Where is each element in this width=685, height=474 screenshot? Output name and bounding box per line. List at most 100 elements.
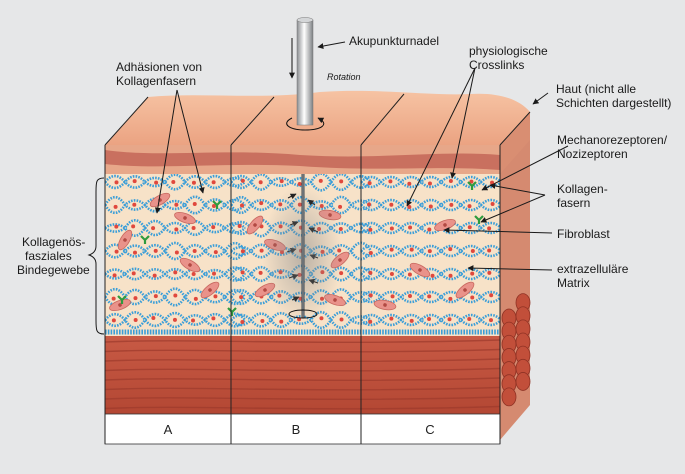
collagen-fiber <box>360 267 500 281</box>
crosslink-dot <box>211 225 216 230</box>
crosslink-dot <box>409 247 414 252</box>
skin-label-line2: Schichten dargestellt) <box>556 96 672 110</box>
ecm-label-line2: Matrix <box>557 276 590 290</box>
skin-right-band <box>500 112 530 174</box>
collagen-fiber <box>105 174 246 191</box>
collagen-fiber <box>105 174 246 190</box>
crosslink-dot <box>449 202 454 207</box>
ecm-label-line1: extrazelluläre <box>557 262 629 276</box>
crosslink-dot <box>153 248 158 253</box>
crosslink-dot <box>367 181 372 186</box>
crosslink-dot <box>237 224 242 229</box>
crosslink-dot <box>470 249 475 254</box>
adhesions-label-line2: Kollagenfasern <box>116 74 197 88</box>
crosslink-dot <box>133 296 138 301</box>
rotation-indicator <box>286 117 325 131</box>
crosslink-dot <box>114 224 119 229</box>
collagen-fiber <box>105 287 247 307</box>
crosslink-dot <box>427 316 432 321</box>
crosslink-dot <box>490 202 495 207</box>
crosslink-dot <box>152 273 157 278</box>
mechanoreceptor-label-line1: Mechanorezeptoren/ <box>557 133 668 147</box>
crosslink-dot <box>154 180 159 185</box>
collagen-fiber <box>105 311 247 328</box>
muscle-fiber <box>104 358 501 363</box>
fibroblast <box>174 211 196 225</box>
collagen-fiber <box>105 218 246 237</box>
mechanoreceptor <box>140 235 150 244</box>
fibroblast <box>455 281 475 299</box>
leader-lines <box>154 41 569 272</box>
crosslink-dot <box>212 271 217 276</box>
crosslink-dot <box>388 179 393 184</box>
collagen-fiber <box>360 244 500 258</box>
crosslink-dot <box>279 179 284 184</box>
crosslink-dot <box>192 248 197 253</box>
collagen-fiber <box>360 175 500 189</box>
fibroblast <box>179 257 201 273</box>
crosslink-dot <box>407 293 412 298</box>
crosslink-dot <box>279 319 284 324</box>
crosslink-dot <box>260 319 265 324</box>
collagen-fiber <box>360 221 500 235</box>
muscle-fiber <box>104 339 501 344</box>
collagen-fiber <box>105 219 246 238</box>
collagen-fiber <box>360 221 500 235</box>
crosslink-dot <box>368 319 373 324</box>
crosslink-dot <box>339 317 344 322</box>
crosslink-dot <box>153 294 158 299</box>
skin-top-surface <box>105 90 530 145</box>
crosslink-dot <box>430 273 435 278</box>
crosslink-dot <box>318 178 323 183</box>
crosslink-dot <box>191 271 196 276</box>
crosslink-dot <box>113 204 118 209</box>
crosslink-dot <box>240 178 245 183</box>
muscle-layer <box>105 336 500 414</box>
crosslink-dot <box>132 179 137 184</box>
collagen-fiber <box>360 244 500 258</box>
fibroblast <box>109 298 131 312</box>
collagen-fiber <box>105 267 247 282</box>
crosslink-dot <box>213 294 218 299</box>
crosslink-dot <box>259 201 264 206</box>
crosslink-dot <box>447 317 452 322</box>
crosslink-dot <box>467 204 472 209</box>
fibroblast <box>200 281 220 299</box>
crosslink-dot <box>132 202 137 207</box>
crosslink-dot <box>132 250 137 255</box>
collagen-fiber <box>229 265 373 284</box>
crosslink-dot <box>448 247 453 252</box>
crosslink-dot <box>448 178 453 183</box>
crosslink-dot <box>174 250 179 255</box>
crosslink-dot <box>489 293 494 298</box>
crosslink-dot <box>240 270 245 275</box>
mechanoreceptor <box>212 200 222 209</box>
mechanoreceptor <box>467 181 477 190</box>
crosslink-dot <box>133 317 138 322</box>
crosslink-dot <box>368 250 373 255</box>
collagen-fiber <box>360 175 500 189</box>
skin-dark-band <box>105 150 500 170</box>
crosslink-dot <box>427 227 432 232</box>
fibroblast <box>246 215 264 235</box>
crosslink-dot <box>367 202 372 207</box>
crosslink-dot <box>131 224 136 229</box>
crosslink-dot <box>213 250 218 255</box>
crosslink-dot <box>338 204 343 209</box>
muscle-fibers <box>104 339 501 410</box>
crosslink-dot <box>112 273 117 278</box>
collagen-fiber <box>230 311 372 330</box>
crosslink-dot <box>469 179 474 184</box>
crosslink-dot <box>487 226 492 231</box>
rotation-label: Rotation <box>327 72 361 82</box>
collagen-fiber <box>105 241 247 261</box>
crosslink-dot <box>427 249 432 254</box>
muscle-fiber <box>104 405 501 410</box>
tissue-label-line1: Kollagenös- <box>22 235 86 249</box>
crosslink-dot <box>368 293 373 298</box>
crosslink-dot <box>211 316 216 321</box>
collagen-fiber <box>230 310 372 329</box>
collagen-fiber <box>105 241 247 261</box>
collagen-fiber <box>105 312 247 329</box>
